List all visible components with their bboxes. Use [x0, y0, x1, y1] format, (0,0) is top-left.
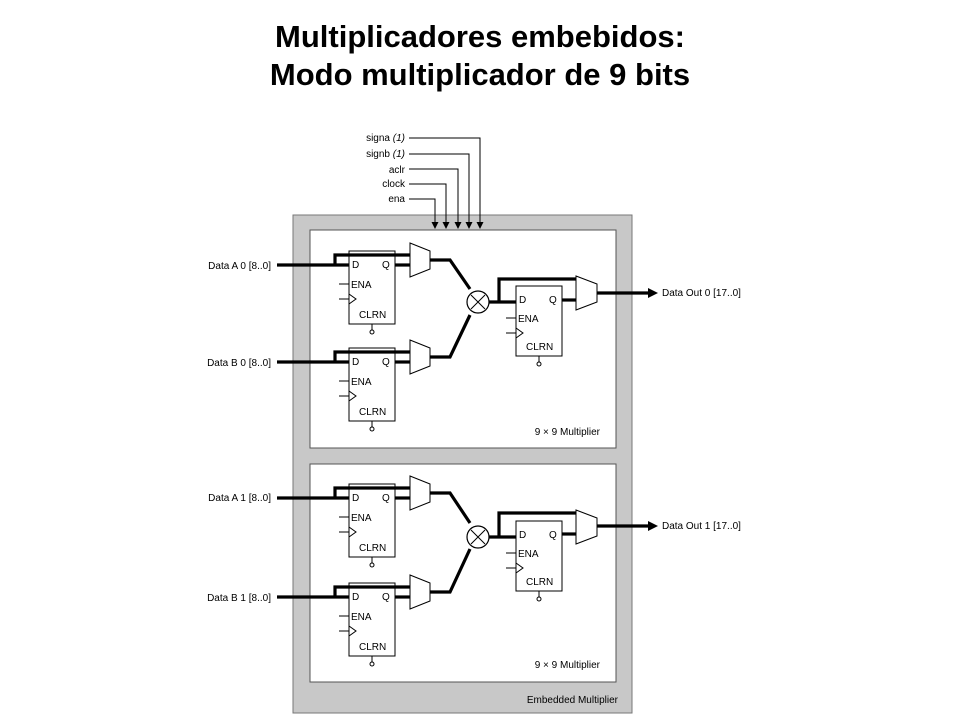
register-out1-clock [515, 562, 524, 574]
register-b0-d: D [352, 357, 359, 368]
register-b1-q: Q [382, 592, 390, 603]
signb-label: signb (1) [366, 149, 405, 160]
mult1-bypass [497, 511, 576, 537]
register-out1-d: D [519, 530, 526, 541]
register-out0-clrn: CLRN [526, 342, 553, 353]
register-b0-clrn: CLRN [359, 407, 386, 418]
multiplier-unit-1-label: 9 × 9 Multiplier [535, 660, 601, 671]
register-b0-clock [348, 390, 357, 402]
mux-a1 [409, 475, 431, 511]
register-a0-q: Q [382, 260, 390, 271]
register-out0-ctrl-stubs [506, 317, 516, 334]
register-b1-clrn: CLRN [359, 642, 386, 653]
register-a0 [348, 250, 396, 325]
register-a0-clrn: CLRN [359, 310, 386, 321]
register-out0-d: D [519, 295, 526, 306]
register-b0-ena: ENA [351, 377, 372, 388]
page-title: Multiplicadores embebidos: Modo multipli… [0, 18, 960, 94]
register-a0-d: D [352, 260, 359, 271]
register-out1-ena: ENA [518, 549, 539, 560]
register-b1 [348, 582, 396, 657]
aclr-wire [409, 168, 462, 229]
clock-label: clock [382, 179, 406, 190]
register-b1-clock [348, 625, 357, 637]
multiplier-x-icon [470, 294, 486, 310]
data-out1-label: Data Out 1 [17..0] [662, 521, 741, 532]
signa-wire [409, 137, 484, 229]
clock-wire [409, 183, 450, 229]
mux-b1-to-mult [430, 548, 472, 594]
register-a0-ctrl-stubs [339, 283, 349, 300]
register-b0-ctrl-stubs [339, 380, 349, 397]
mux-a0-to-mult [430, 258, 472, 290]
register-out1-clrn: CLRN [526, 577, 553, 588]
register-a1-clock [348, 526, 357, 538]
register-out0-clrn-bubble [536, 361, 542, 367]
data-b1-label: Data B 1 [8..0] [207, 593, 271, 604]
mux-b0 [409, 339, 431, 375]
register-a0-clock [348, 293, 357, 305]
register-a1-ctrl-stubs [339, 516, 349, 533]
ena-wire [409, 198, 439, 229]
register-out1-q: Q [549, 530, 557, 541]
register-out0 [515, 285, 563, 357]
embedded-multiplier-label: Embedded Multiplier [527, 695, 619, 706]
register-b0-q: Q [382, 357, 390, 368]
data-a0-label: Data A 0 [8..0] [208, 261, 271, 272]
ena-label: ena [388, 194, 405, 205]
data-b1-bypass [333, 585, 410, 597]
data-a1-label: Data A 1 [8..0] [208, 493, 271, 504]
data-out1-arrow-icon [648, 521, 658, 531]
mux-b0-to-mult [430, 314, 472, 359]
mux-out0 [575, 275, 598, 311]
register-a1-clrn-bubble [369, 562, 375, 568]
multiplier-unit-1: 9 × 9 Multiplier Data A 1 [8..0] Data B … [207, 463, 741, 683]
mux-out1 [575, 509, 598, 545]
register-out1-clrn-bubble [536, 596, 542, 602]
register-out0-clock [515, 327, 524, 339]
register-out1-ctrl-stubs [506, 552, 516, 569]
title-line-1: Multiplicadores embebidos: [275, 19, 685, 54]
data-out0-arrow-icon [648, 288, 658, 298]
title-line-2: Modo multiplicador de 9 bits [269, 57, 691, 92]
aclr-label: aclr [389, 165, 406, 176]
mux-a0 [409, 242, 431, 278]
register-b1-clrn-bubble [369, 661, 375, 667]
signb-wire [409, 153, 473, 229]
register-a1 [348, 483, 396, 558]
multiplier-x-icon [470, 529, 486, 545]
register-b0-clrn-bubble [369, 426, 375, 432]
data-b0-label: Data B 0 [8..0] [207, 358, 271, 369]
multiplier-unit-0: 9 × 9 Multiplier Data A 0 [8..0] Data B … [207, 229, 741, 449]
signa-label: signa (1) [366, 133, 405, 144]
register-a1-q: Q [382, 493, 390, 504]
data-a0-bypass [333, 253, 410, 265]
register-b1-ctrl-stubs [339, 615, 349, 632]
register-a1-ena: ENA [351, 513, 372, 524]
control-signals: signa (1) signb (1) aclr clock ena [366, 133, 484, 229]
register-b1-ena: ENA [351, 612, 372, 623]
register-a1-clrn: CLRN [359, 543, 386, 554]
register-b0 [348, 347, 396, 422]
data-out0-label: Data Out 0 [17..0] [662, 288, 741, 299]
register-out0-ena: ENA [518, 314, 539, 325]
data-a1-bypass [333, 486, 410, 498]
data-b0-bypass [333, 350, 410, 362]
register-a1-d: D [352, 493, 359, 504]
register-a0-ena: ENA [351, 280, 372, 291]
register-a0-clrn-bubble [369, 329, 375, 335]
register-b1-d: D [352, 592, 359, 603]
mux-a1-to-mult [430, 491, 472, 524]
mult0-bypass [497, 277, 576, 302]
multiplier-unit-0-label: 9 × 9 Multiplier [535, 427, 601, 438]
register-out0-q: Q [549, 295, 557, 306]
mux-b1 [409, 574, 431, 610]
